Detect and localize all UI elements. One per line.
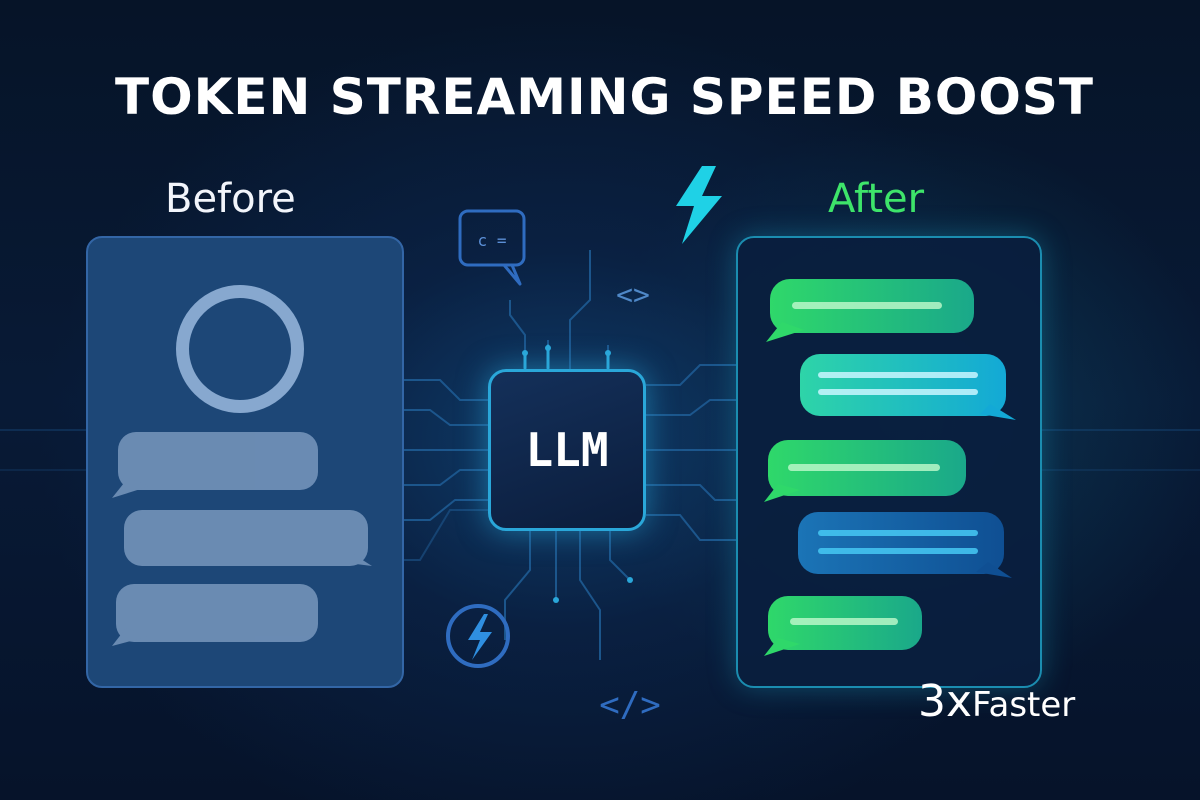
page-title: TOKEN STREAMING SPEED BOOST xyxy=(115,68,1095,126)
before-bubble-3 xyxy=(112,584,318,646)
llm-chip xyxy=(488,369,646,531)
code-bubble-text: c = xyxy=(478,231,507,250)
after-bubble-1 xyxy=(766,279,974,342)
after-bubble-3 xyxy=(764,440,966,502)
circular-bolt-icon xyxy=(446,604,510,668)
code-tag-icon: </> xyxy=(599,685,660,725)
after-label: After xyxy=(828,176,925,222)
lightning-bolt-icon xyxy=(676,166,722,244)
after-bubble-2 xyxy=(800,354,1016,420)
speed-label: 3xFaster xyxy=(918,672,1138,732)
before-bubble-1 xyxy=(112,432,318,498)
code-bubble-icon: c = xyxy=(458,209,526,286)
llm-label: LLM xyxy=(525,423,609,477)
before-bubble-2 xyxy=(124,510,372,566)
before-label: Before xyxy=(165,176,296,222)
after-bubble-5 xyxy=(764,596,922,656)
speed-multiplier: 3x xyxy=(918,676,973,727)
speed-word: Faster xyxy=(972,685,1076,725)
after-bubble-4 xyxy=(798,512,1012,578)
angle-brackets-icon: <> xyxy=(616,278,650,311)
